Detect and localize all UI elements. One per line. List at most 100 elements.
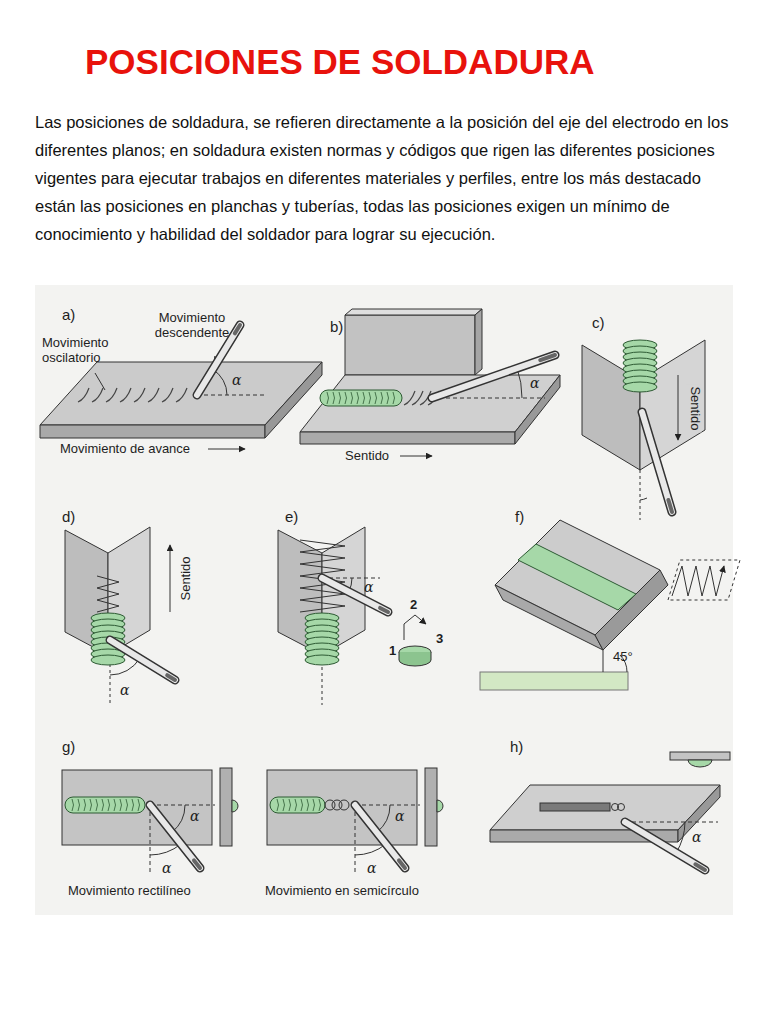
weld-ripple	[114, 799, 116, 811]
weld-bead	[623, 382, 657, 392]
angle-label: α	[190, 808, 199, 824]
weave-pattern	[668, 560, 740, 600]
weave-pattern-icon	[404, 624, 405, 640]
callout-number: 3	[436, 632, 443, 647]
weave-loop	[618, 804, 625, 811]
weld-ripple	[78, 388, 89, 402]
electrode-coating	[110, 640, 175, 680]
weave-pattern	[668, 560, 740, 600]
vertical-corner-plates	[65, 527, 150, 655]
weld-ripple	[132, 799, 134, 811]
weld-details	[65, 325, 705, 870]
electrode	[625, 822, 705, 870]
weld-bead	[320, 390, 402, 406]
reference-lines	[678, 375, 679, 440]
weld-ripple	[106, 388, 117, 402]
reference-lines	[355, 805, 420, 806]
angle-label: α	[367, 860, 376, 876]
intro-paragraph: Las posiciones de soldadura, se refieren…	[35, 108, 740, 248]
vertical-plate	[425, 768, 437, 846]
figure-letter: d)	[62, 508, 75, 525]
weld-ripple	[313, 799, 315, 811]
figure-letter: f)	[515, 508, 524, 525]
reference-lines	[640, 498, 647, 500]
electrode-holder-end	[695, 864, 705, 870]
reference-lines	[355, 844, 386, 855]
reference-lines	[170, 545, 171, 612]
reference-lines	[150, 805, 151, 875]
angle-label: α	[120, 682, 129, 698]
weld-ripple	[96, 799, 98, 811]
weld-ripple	[148, 388, 159, 402]
motion-label: Movimiento oscilatorio	[42, 336, 137, 366]
weld-ripple	[283, 799, 285, 811]
electrode-coating	[322, 578, 388, 612]
electrode-outline	[150, 805, 200, 868]
vertical-plate	[267, 770, 417, 845]
motion-label: Movimiento rectilíneo	[68, 884, 191, 899]
horizontal-fillet-plates	[475, 309, 482, 375]
reference-lines	[95, 344, 265, 449]
vertical-plate	[437, 800, 443, 812]
electrode-coating	[432, 355, 555, 398]
weld-bead	[65, 797, 145, 813]
weave-pattern-icon	[399, 652, 431, 666]
vertical-plate	[232, 800, 238, 812]
horizontal-fillet-plates	[515, 375, 560, 444]
horizontal-fillet-plates	[345, 309, 482, 315]
electrode-outline	[642, 412, 672, 512]
reference-lines	[400, 456, 432, 457]
horizontal-fillet-plates	[345, 315, 475, 375]
angle-label: α	[530, 375, 539, 391]
page-title: POSICIONES DE SOLDADURA	[85, 42, 595, 82]
electrode-coating	[625, 822, 705, 870]
weld-ripple	[90, 799, 92, 811]
electrode-holder-end	[167, 675, 175, 680]
weld-bead	[305, 655, 339, 665]
electrode-outline	[355, 805, 405, 868]
illustration-ground	[35, 285, 733, 915]
reference-lines	[208, 449, 245, 450]
weld-ripple	[138, 799, 140, 811]
weld-ripple	[84, 799, 86, 811]
weld-ripple	[363, 392, 365, 404]
electrode	[432, 355, 555, 398]
overhead-plate	[670, 752, 730, 760]
weld-ripple	[72, 799, 74, 811]
callout-number: 2	[410, 598, 417, 613]
weld-ripple	[92, 388, 103, 402]
weld-ripple	[357, 392, 359, 404]
weld-ripple	[78, 799, 80, 811]
electrode-outline	[432, 355, 555, 398]
weld-ripple	[412, 391, 423, 405]
reference-lines	[150, 844, 181, 855]
weld-ripple	[327, 392, 329, 404]
reference-lines	[355, 805, 356, 875]
weld-ripple	[295, 799, 297, 811]
horizontal-fillet-plates	[300, 432, 515, 444]
angle-label: α	[364, 579, 373, 595]
figure-letter: h)	[510, 738, 523, 755]
overhead-plate	[540, 803, 610, 811]
flat-plate	[40, 362, 322, 438]
reference-lines	[640, 470, 641, 520]
electrode-holder-end	[399, 860, 405, 868]
weld-ripple	[134, 388, 145, 402]
angle-label: α	[395, 808, 404, 824]
ground-bar	[480, 672, 628, 690]
horizontal-fillet-plates	[300, 309, 560, 444]
weld-ripple	[289, 799, 291, 811]
weld-ripple	[102, 799, 104, 811]
weld-ripple	[404, 391, 415, 405]
electrode-coating	[150, 805, 200, 868]
weld-ripple	[375, 392, 377, 404]
weld-ripple	[307, 799, 309, 811]
weld-ripple	[162, 388, 173, 402]
figure-letter: g)	[62, 738, 75, 755]
motion-label: Movimiento descendente	[142, 311, 242, 341]
weld-ripple	[333, 392, 335, 404]
weld-ripple	[345, 392, 347, 404]
direction-label: Sentido	[345, 449, 389, 464]
weld-ripple	[108, 799, 110, 811]
weld-bead	[270, 797, 325, 813]
